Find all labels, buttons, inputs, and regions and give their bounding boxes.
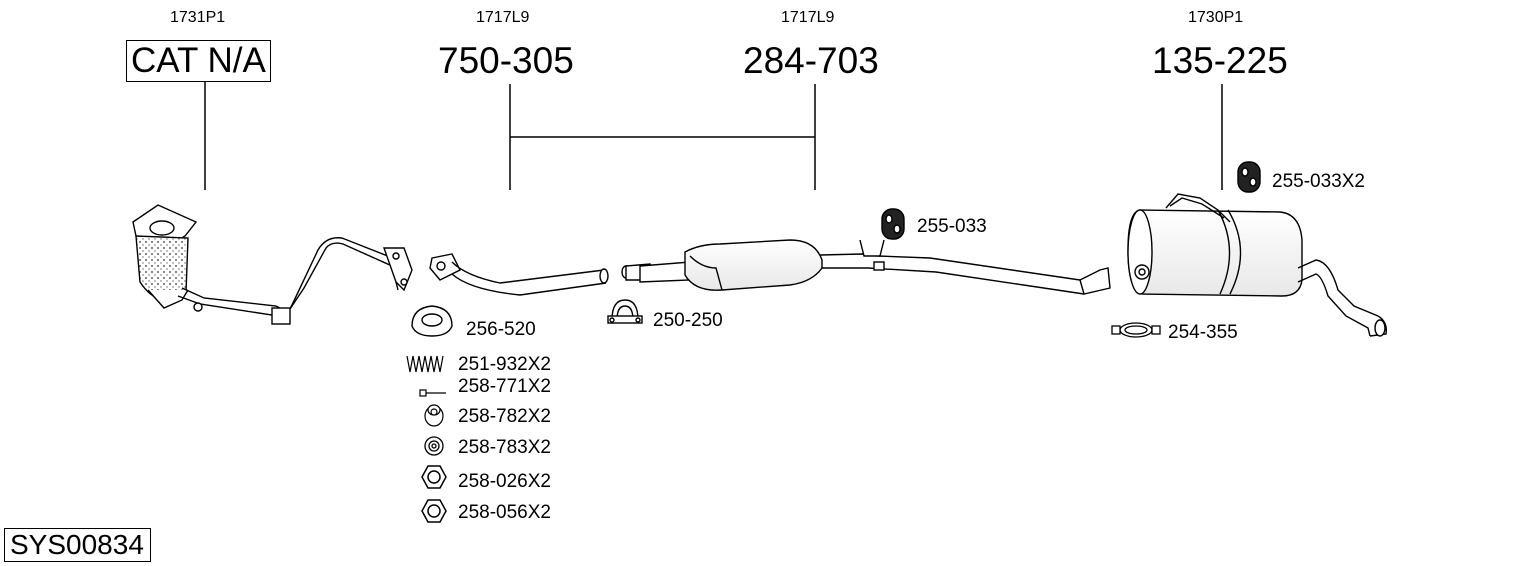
u-clamp-icon (607, 299, 643, 324)
system-id: SYS00834 (4, 528, 151, 562)
rear-muffler-drawing (1127, 193, 1388, 337)
fitting-label-conical-nut: 258-782X2 (458, 406, 551, 427)
band-clamp-icon (1111, 322, 1161, 338)
fitting-label-hanger: 255-033 (917, 216, 987, 237)
fitting-label-bolt: 258-771X2 (458, 376, 551, 397)
part-code-center-muffler: 1717L9 (781, 9, 835, 26)
gasket-ring-icon (411, 305, 453, 337)
conical-nut-icon (424, 404, 444, 427)
part-code-cat: 1731P1 (170, 9, 226, 26)
part-code-front-pipe: 1717L9 (476, 9, 530, 26)
rubber-hanger-icon (1237, 161, 1261, 193)
fitting-label-hanger-rear: 255-033X2 (1272, 171, 1365, 192)
part-number-rear-muffler: 135-225 (1152, 40, 1288, 81)
part-number-front-pipe: 750-305 (438, 40, 574, 81)
fitting-label-gasket: 256-520 (466, 319, 536, 340)
bolt-icon (419, 389, 446, 397)
hex-nut-icon (421, 499, 447, 523)
spring-icon (406, 355, 444, 373)
hex-nut-icon (421, 465, 447, 489)
part-number-cat: CAT N/A (126, 40, 271, 82)
part-code-rear-muffler: 1730P1 (1188, 9, 1244, 26)
center-muffler-drawing (621, 239, 1111, 295)
fitting-label-washer: 258-783X2 (458, 437, 551, 458)
leader-lines (204, 82, 1223, 190)
front-pipe-drawing (429, 253, 609, 296)
fitting-label-spring: 251-932X2 (458, 354, 551, 375)
part-number-center-muffler: 284-703 (743, 40, 879, 81)
fitting-label-hex-nut: 258-026X2 (458, 471, 551, 492)
catalytic-converter-drawing (132, 204, 413, 325)
fitting-label-band-clamp: 254-355 (1168, 322, 1238, 343)
rubber-hanger-icon (881, 208, 905, 240)
fitting-label-u-clamp: 250-250 (653, 310, 723, 331)
washer-icon (424, 436, 444, 456)
fitting-label-hex-nut-2: 258-056X2 (458, 502, 551, 523)
